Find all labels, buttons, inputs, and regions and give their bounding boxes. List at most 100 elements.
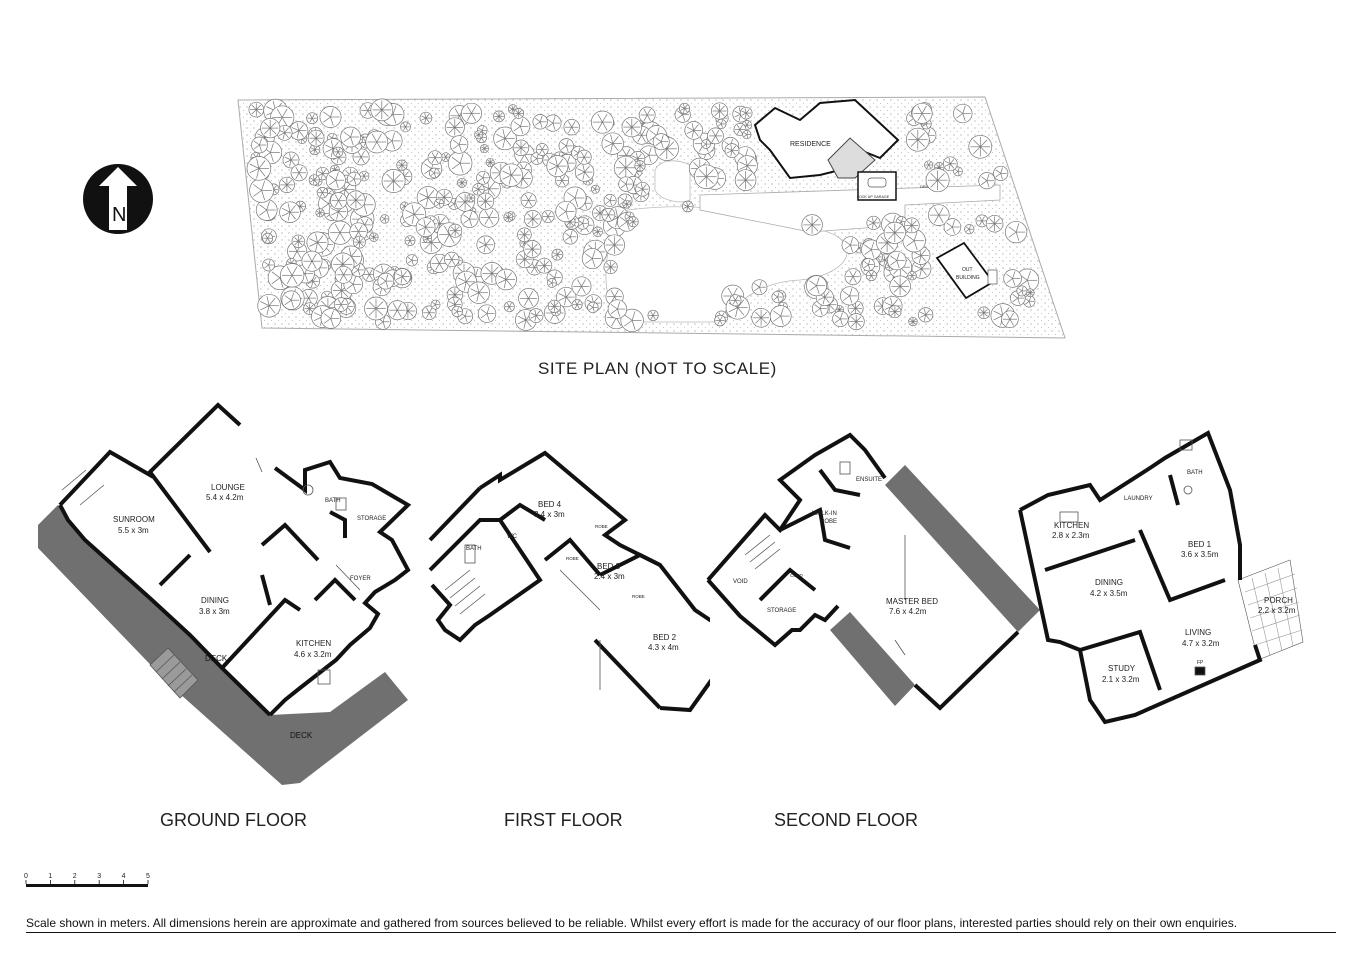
master-bed-label: MASTER BED bbox=[886, 597, 938, 606]
porch-label: PORCH bbox=[1264, 596, 1293, 605]
study-wall bbox=[1079, 629, 1162, 691]
tree-icon bbox=[404, 235, 416, 247]
first-floor-plan: BED 4 3.4 x 3m BED 3 2.4 x 3m BED 2 4.3 … bbox=[428, 450, 710, 713]
tree-icon bbox=[547, 278, 557, 288]
tree-icon bbox=[387, 300, 408, 321]
tree-icon bbox=[246, 156, 272, 181]
path-area bbox=[654, 160, 691, 203]
tree-icon bbox=[694, 164, 719, 189]
tree-icon bbox=[607, 299, 628, 319]
tree-icon bbox=[316, 187, 329, 199]
first-outer-wall-a bbox=[478, 450, 710, 713]
ensuite-label: ENSUITE bbox=[856, 477, 882, 483]
tree-icon bbox=[306, 112, 318, 125]
tree-icon bbox=[278, 176, 295, 193]
kitchen-dining-wall bbox=[220, 597, 302, 670]
tree-icon bbox=[1001, 310, 1019, 328]
lounge-size: 5.4 x 4.2m bbox=[206, 493, 244, 502]
tree-icon bbox=[308, 174, 320, 186]
tree-icon bbox=[844, 268, 862, 286]
tree-icon bbox=[627, 216, 639, 228]
tree-icon bbox=[634, 160, 646, 172]
outbuilding-porch bbox=[987, 269, 998, 285]
dining-size: 4.2 x 3.5m bbox=[1090, 589, 1128, 598]
bed2-label: BED 2 bbox=[653, 633, 677, 642]
tree-icon bbox=[1016, 285, 1028, 297]
tree-icon bbox=[681, 200, 694, 213]
dining-label: DINING bbox=[1095, 578, 1123, 587]
tree-icon bbox=[485, 157, 495, 167]
tree-icon bbox=[416, 186, 440, 209]
tree-icon bbox=[377, 272, 395, 290]
tree-icon bbox=[346, 171, 362, 187]
study-size: 2.1 x 3.2m bbox=[1102, 675, 1140, 684]
tree-icon bbox=[421, 305, 437, 321]
tree-icon bbox=[513, 108, 525, 119]
tree-icon bbox=[647, 309, 659, 321]
tree-icon bbox=[985, 214, 1004, 233]
scale-tick-label: 0 bbox=[24, 873, 28, 880]
tree-icon bbox=[544, 114, 562, 132]
tree-icon bbox=[332, 146, 344, 158]
tree-icon bbox=[493, 110, 505, 123]
tree-icon bbox=[887, 250, 907, 271]
ensuite-wall bbox=[818, 468, 861, 497]
tree-icon bbox=[546, 155, 569, 178]
tree-icon bbox=[330, 192, 348, 210]
garage-label: LOCK UP GARAGE bbox=[857, 195, 890, 199]
tree-icon bbox=[365, 130, 389, 154]
tree-icon bbox=[333, 297, 349, 312]
void-label: VOID bbox=[733, 579, 748, 585]
tree-icon bbox=[876, 231, 899, 254]
tree-icon bbox=[448, 223, 463, 238]
tree-icon bbox=[968, 134, 993, 159]
bed1-size: 3.6 x 3.5m bbox=[1181, 550, 1219, 559]
tree-icon bbox=[603, 194, 617, 207]
tree-icon bbox=[467, 281, 490, 304]
dining-size: 3.8 x 3m bbox=[199, 607, 230, 616]
tree-icon bbox=[364, 296, 388, 321]
kitchen-dining-wall bbox=[1044, 538, 1136, 572]
tree-icon bbox=[260, 118, 281, 139]
tree-icon bbox=[262, 232, 274, 244]
disclaimer: Scale shown in meters. All dimensions he… bbox=[26, 916, 1336, 933]
tree-icon bbox=[684, 121, 703, 140]
tree-icon bbox=[902, 229, 926, 253]
tree-icon bbox=[942, 156, 958, 172]
tree-icon bbox=[925, 168, 950, 193]
tree-icon bbox=[352, 148, 370, 166]
walkin-robe-label-2: ROBE bbox=[820, 519, 837, 525]
bed2-size: 4.3 x 4m bbox=[648, 643, 679, 652]
tree-icon bbox=[724, 143, 740, 158]
tree-icon bbox=[801, 214, 823, 236]
tree-icon bbox=[928, 204, 950, 226]
tree-icon bbox=[451, 305, 463, 318]
tree-icon bbox=[523, 210, 542, 228]
tree-icon bbox=[320, 308, 342, 329]
tree-icon bbox=[576, 149, 592, 165]
tree-icon bbox=[621, 116, 642, 138]
tree-icon bbox=[472, 183, 485, 196]
tree-icon bbox=[888, 305, 902, 319]
second-floor-title: SECOND FLOOR bbox=[774, 810, 919, 830]
tree-icon bbox=[535, 143, 549, 156]
tree-icon bbox=[603, 259, 618, 275]
tree-icon bbox=[592, 226, 603, 237]
tree-icon bbox=[248, 101, 265, 118]
scale-tick-label: 5 bbox=[146, 873, 150, 880]
tree-icon bbox=[281, 290, 301, 310]
first-floor-title: FIRST FLOOR bbox=[504, 810, 623, 830]
tree-icon bbox=[434, 198, 445, 209]
tree-icon bbox=[603, 234, 625, 256]
tree-icon bbox=[428, 167, 440, 179]
storage-label: STORAGE bbox=[767, 608, 796, 614]
out-outer-wall-b bbox=[1018, 509, 1263, 725]
tree-icon bbox=[832, 310, 849, 328]
tree-icon bbox=[340, 126, 361, 148]
tree-icon bbox=[457, 177, 467, 188]
tree-icon bbox=[556, 286, 577, 308]
tree-icon bbox=[415, 217, 436, 238]
tree-icon bbox=[742, 130, 752, 140]
ground-floor-plan: LOUNGE 5.4 x 4.2m SUNROOM 5.5 x 3m DININ… bbox=[38, 402, 412, 785]
